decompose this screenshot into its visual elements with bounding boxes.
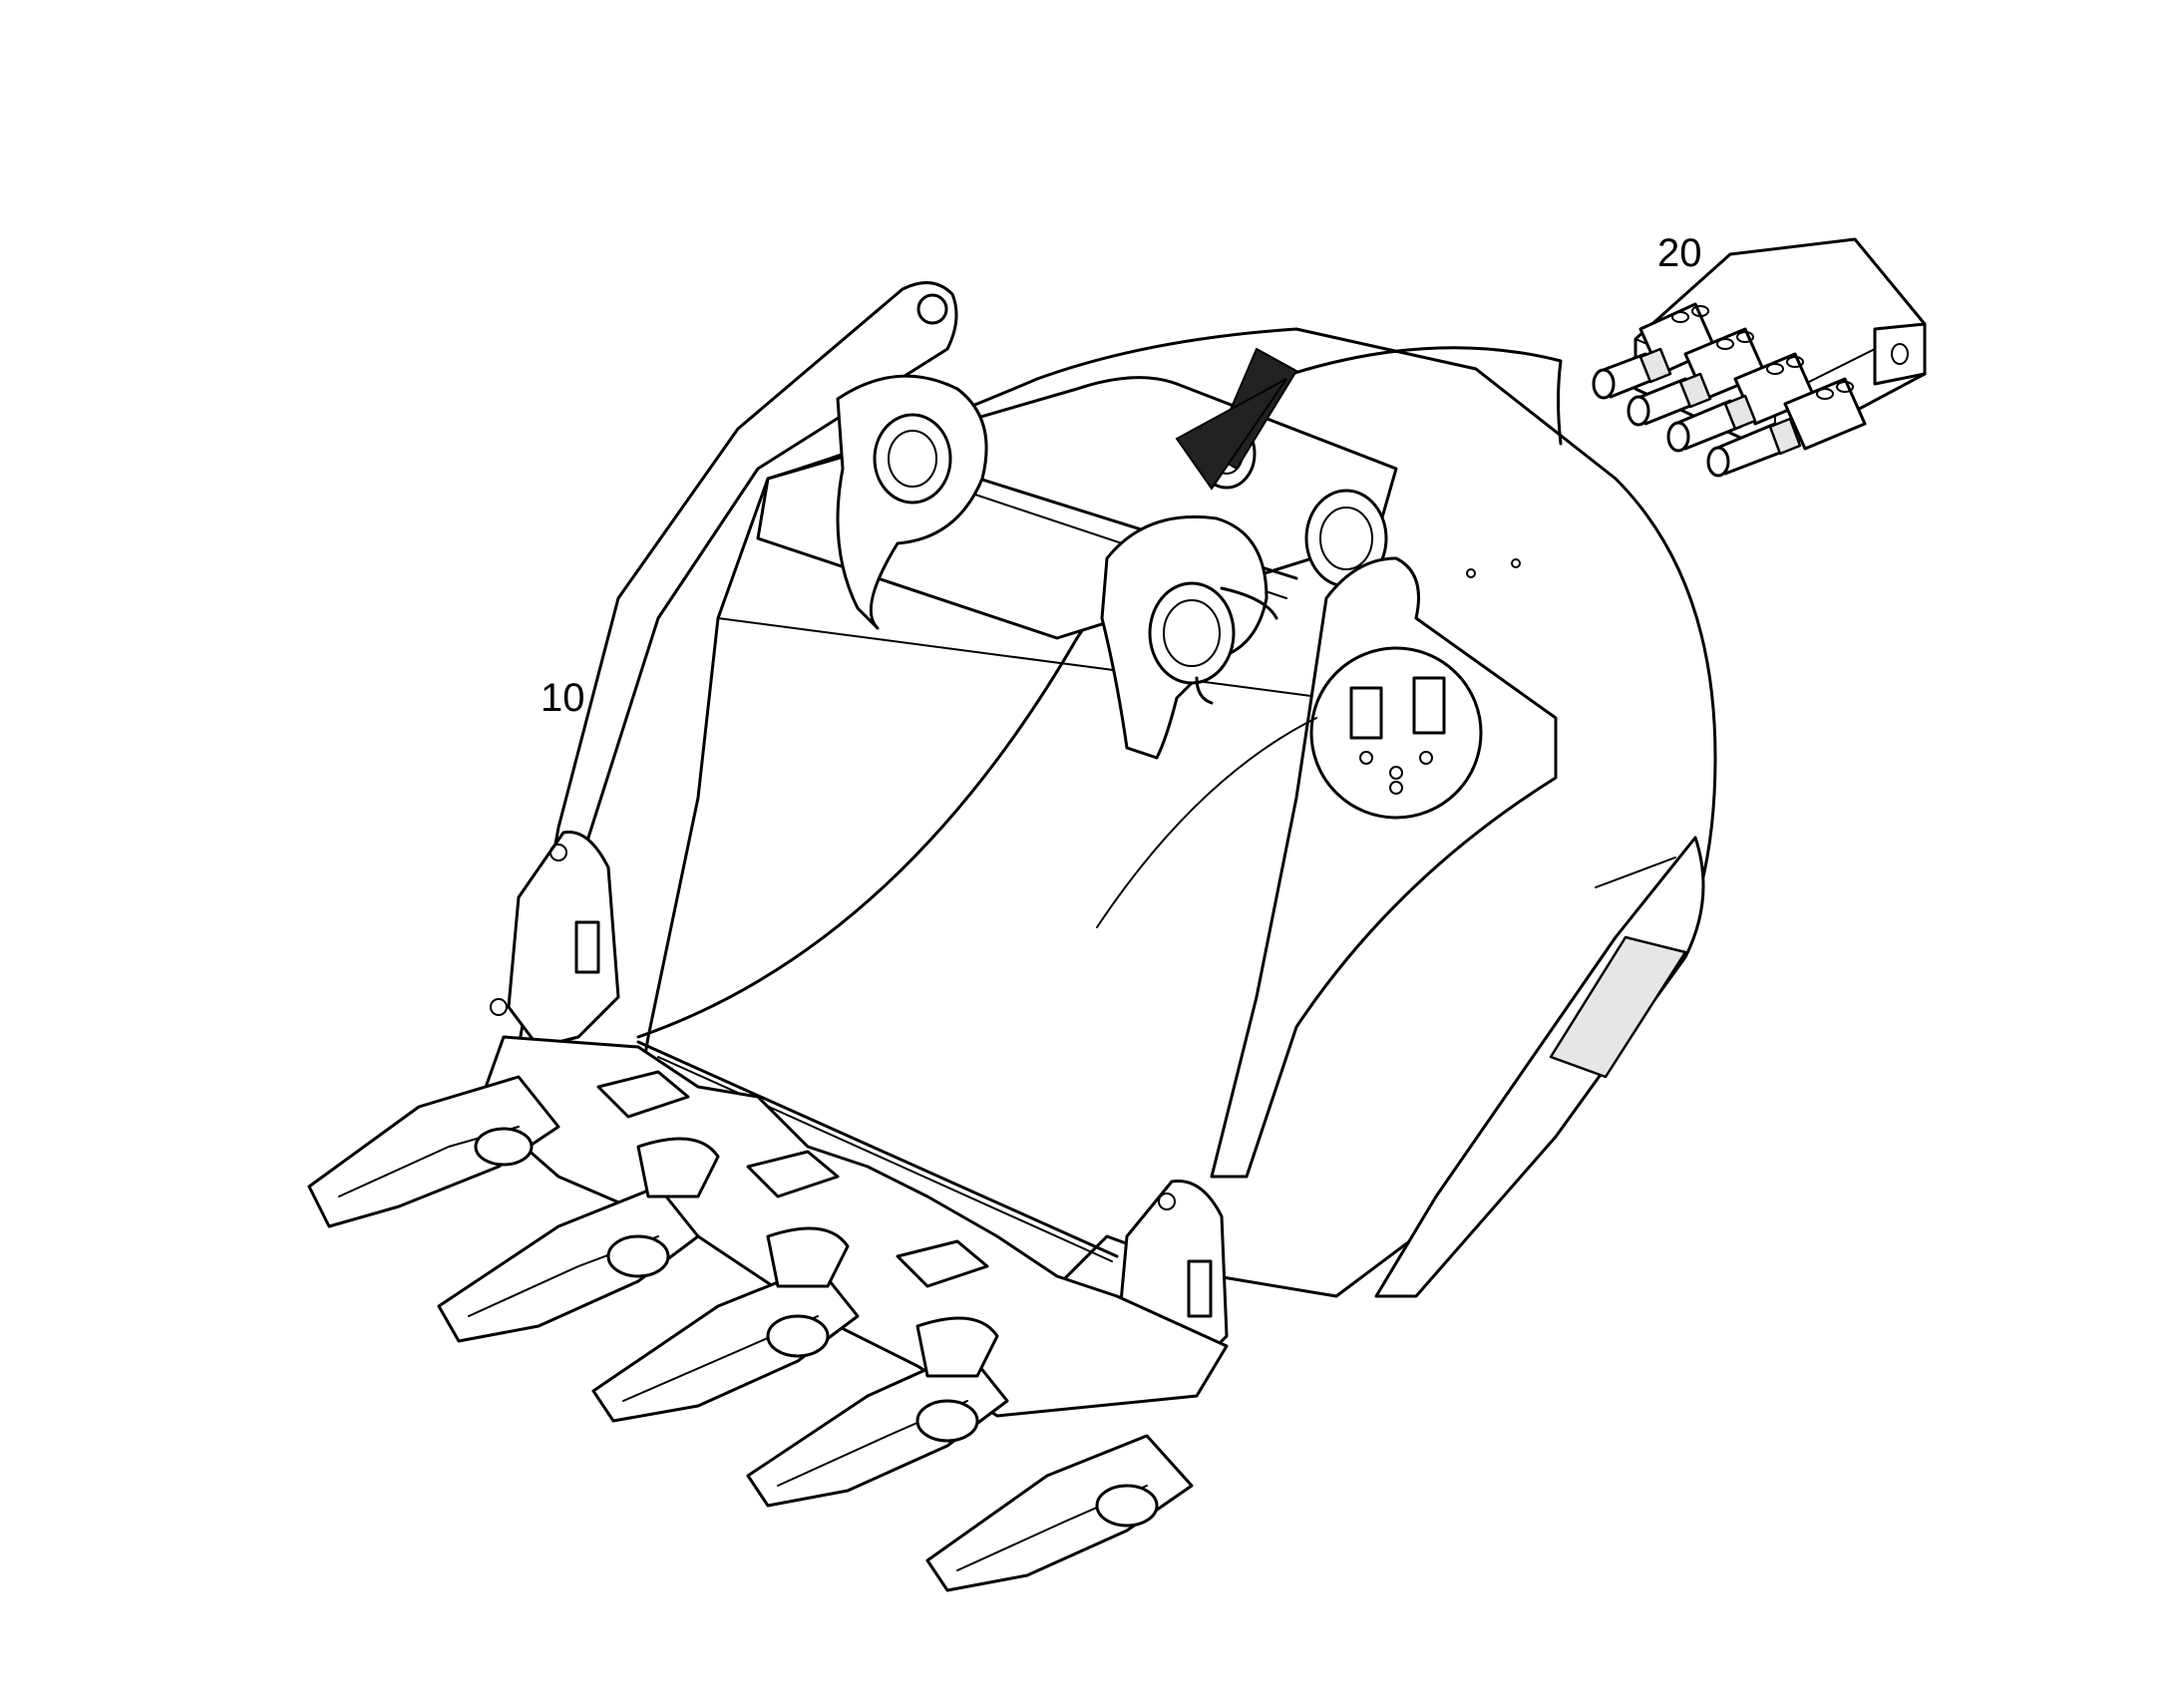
fitting-1 [1592,347,1672,400]
callout-label-10: 10 [541,676,585,720]
left-pin-boss [836,374,988,630]
center-pin-boss [1100,514,1278,760]
fitting-3 [1666,394,1757,453]
callout-label-20: 20 [1657,231,1702,275]
tooth-3 [591,1226,860,1423]
right-side-plate [1210,556,1558,1179]
right-pin-boss [1304,489,1388,588]
tooth-5 [925,1434,1194,1592]
fitting-2 [1627,372,1712,427]
fitting-4 [1706,417,1802,478]
bucket-internal-contour [1096,717,1317,928]
bucket-teeth [307,1075,1194,1592]
left-side-cutter [490,830,620,1049]
tooth-4 [746,1316,1009,1508]
manifold-block [1592,237,1927,478]
bucket-assembly [307,281,1717,1592]
tooth-2 [437,1137,720,1343]
tooth-1 [307,1075,560,1228]
manifold-section-4 [1783,377,1867,451]
lip-pockets [596,1070,989,1288]
location-arrow [1175,346,1563,491]
right-wear-strip [1374,836,1705,1298]
